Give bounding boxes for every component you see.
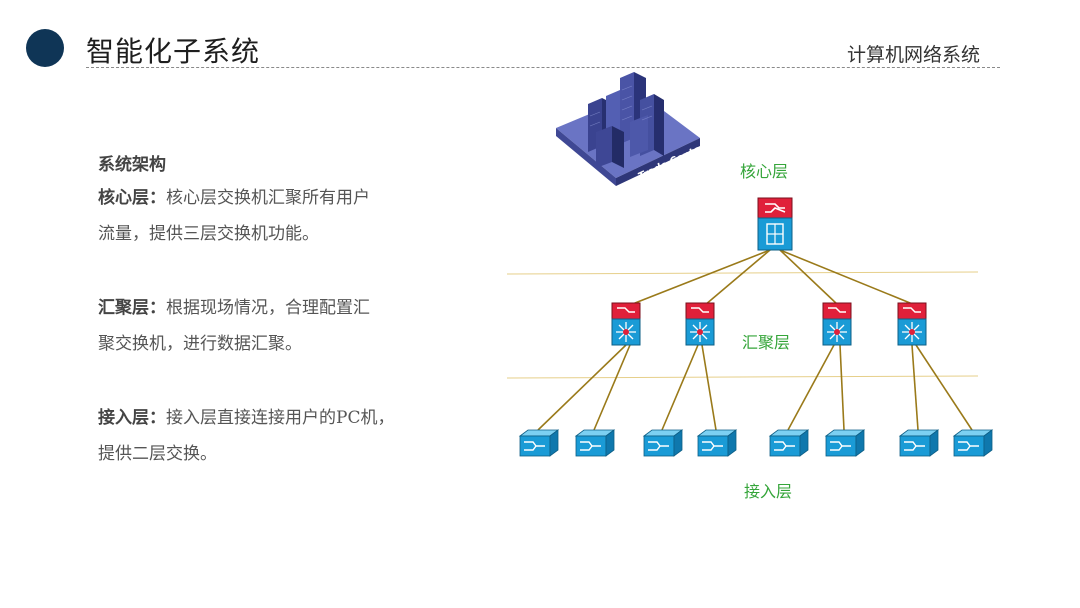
core-layer-text-1: 核心层交换机汇聚所有用户 xyxy=(166,188,370,208)
layer-divider-bottom xyxy=(506,375,979,379)
trade-center-building-icon: Trade Center xyxy=(556,72,708,186)
aggregation-layer-text-1: 根据现场情况，合理配置汇 xyxy=(166,298,370,318)
aggregation-switch-4-icon xyxy=(897,302,927,346)
access-links xyxy=(537,344,973,431)
aggregation-switch-2-icon xyxy=(685,302,715,346)
aggregation-switch-3-icon xyxy=(822,302,852,346)
access-switch-4-icon xyxy=(696,429,738,457)
page-subtitle: 计算机网络系统 xyxy=(846,44,980,66)
page-title: 智能化子系统 xyxy=(86,35,261,68)
core-layer-description: 核心层：核心层交换机汇聚所有用户 流量，提供三层交换机功能。 xyxy=(98,180,458,252)
access-switch-8-icon xyxy=(952,429,994,457)
access-line-1: 接入层：接入层直接连接用户的PC机， xyxy=(98,400,458,436)
core-line-1: 核心层：核心层交换机汇聚所有用户 xyxy=(98,180,458,216)
aggregation-layer-description: 汇聚层：根据现场情况，合理配置汇 聚交换机，进行数据汇聚。 xyxy=(98,290,458,362)
access-switch-7-icon xyxy=(898,429,940,457)
access-switch-5-icon xyxy=(768,429,810,457)
description-block: 系统架构 核心层：核心层交换机汇聚所有用户 流量，提供三层交换机功能。 汇聚层：… xyxy=(98,150,458,472)
access-switch-1-icon xyxy=(518,429,560,457)
title-bullet xyxy=(26,29,64,67)
core-layer-label: 核心层： xyxy=(98,188,166,208)
aggregation-layer-label: 汇聚层： xyxy=(98,298,166,318)
aggregation-layer-diagram-label: 汇聚层 xyxy=(742,333,790,352)
access-switch-3-icon xyxy=(642,429,684,457)
access-layer-description: 接入层：接入层直接连接用户的PC机， 提供二层交换。 xyxy=(98,400,458,472)
access-layer-diagram-label: 接入层 xyxy=(744,482,792,501)
aggregation-line-1: 汇聚层：根据现场情况，合理配置汇 xyxy=(98,290,458,326)
access-switches xyxy=(518,429,994,457)
access-layer-text-1: 接入层直接连接用户的PC机， xyxy=(166,408,395,428)
aggregation-switch-1-icon xyxy=(611,302,641,346)
core-layer-text-2: 流量，提供三层交换机功能。 xyxy=(98,224,319,244)
section-title: 系统架构 xyxy=(98,155,166,175)
aggregation-layer-text-2: 聚交换机，进行数据汇聚。 xyxy=(98,334,302,354)
core-layer-diagram-label: 核心层 xyxy=(740,162,788,181)
access-layer-label: 接入层： xyxy=(98,408,166,428)
access-layer-text-2: 提供二层交换。 xyxy=(98,444,217,464)
access-switch-6-icon xyxy=(824,429,866,457)
core-links xyxy=(629,249,916,306)
header-divider xyxy=(86,67,1000,68)
core-switch-icon xyxy=(757,197,793,251)
access-switch-2-icon xyxy=(574,429,616,457)
